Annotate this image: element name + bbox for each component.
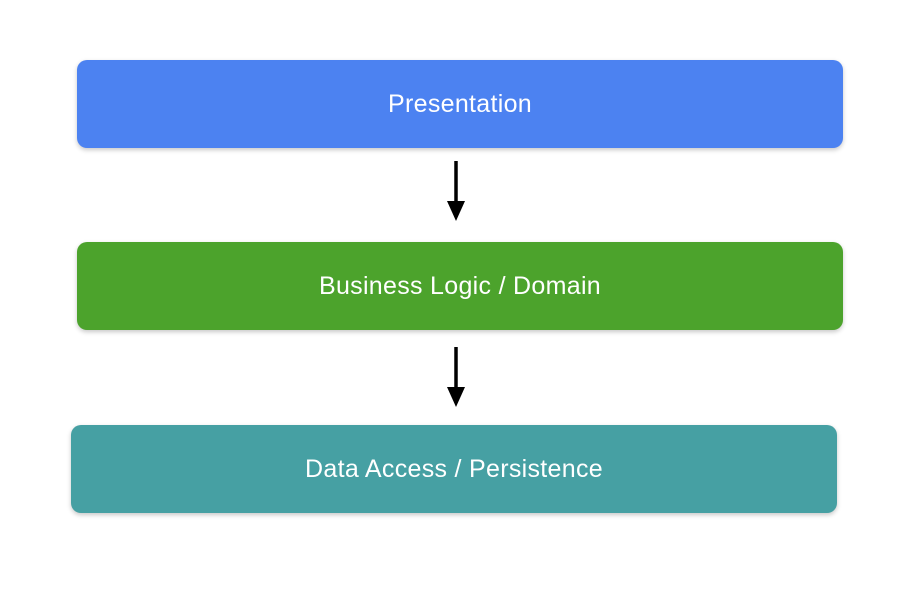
layer-box-business-logic: Business Logic / Domain	[77, 242, 843, 330]
layer-box-presentation: Presentation	[77, 60, 843, 148]
layer-data-access-label: Data Access / Persistence	[305, 454, 603, 483]
down-arrow-icon	[447, 347, 465, 407]
layer-box-data-access: Data Access / Persistence	[71, 425, 837, 513]
layer-presentation-label: Presentation	[388, 89, 532, 118]
layer-business-logic-label: Business Logic / Domain	[318, 271, 602, 300]
down-arrow-icon	[447, 161, 465, 221]
